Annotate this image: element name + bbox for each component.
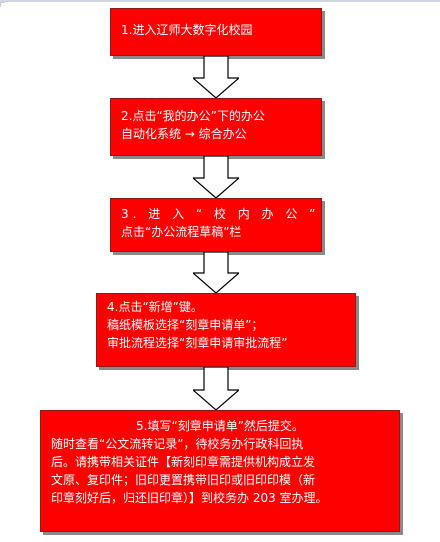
- step-5-line-4: 文原、复印件；旧印更置携带旧印或旧印印模（新: [51, 473, 316, 487]
- step-1-box: 1.进入辽师大数字化校园: [110, 8, 322, 56]
- step-5-line-1: 5.填写“刻章申请单”然后提交。: [136, 419, 304, 433]
- step-4-line-3: 审批流程选择“刻章申请审批流程”: [107, 336, 288, 350]
- top-border: [0, 0, 440, 2]
- arrow-down-2: [193, 156, 239, 198]
- step-2-box: 2.点击“我的办公”下的办公 自动化系统 → 综合办公: [110, 98, 322, 156]
- arrow-down-3: [193, 252, 239, 293]
- step-4-line-2: 稿纸模板选择“刻章申请单”；: [107, 318, 264, 332]
- arrow-down-4: [193, 367, 239, 410]
- step-2-line-1: 2.点击“我的办公”下的办公: [121, 109, 265, 123]
- step-5-box: 5.填写“刻章申请单”然后提交。 随时查看“公文流转记录”，待校务办行政科回执 …: [40, 410, 400, 532]
- step-5-line-2: 随时查看“公文流转记录”，待校务办行政科回执: [51, 437, 304, 451]
- step-2-line-2: 自动化系统 → 综合办公: [121, 127, 247, 141]
- step-4-box: 4.点击“新增”键。 稿纸模板选择“刻章申请单”； 审批流程选择“刻章申请审批流…: [96, 293, 356, 367]
- step-3-line-2: 点击“办公流程草稿”栏: [121, 225, 242, 239]
- step-4-line-1: 4.点击“新增”键。: [107, 300, 203, 314]
- step-5-line-3: 后。请携带相关证件【新刻印章需提供机构成立发: [51, 455, 316, 469]
- step-3-line-1: 3. 进 入 “ 校 内 办 公 ”: [121, 207, 320, 221]
- step-3-box: 3. 进 入 “ 校 内 办 公 ” 点击“办公流程草稿”栏: [110, 198, 322, 252]
- step-1-line-1: 1.进入辽师大数字化校园: [121, 23, 253, 37]
- corner-mark: [0, 2, 5, 7]
- arrow-down-1: [193, 56, 239, 98]
- step-5-line-5: 印章刻好后，归还旧印章）】到校务办 203 室办理。: [51, 491, 328, 505]
